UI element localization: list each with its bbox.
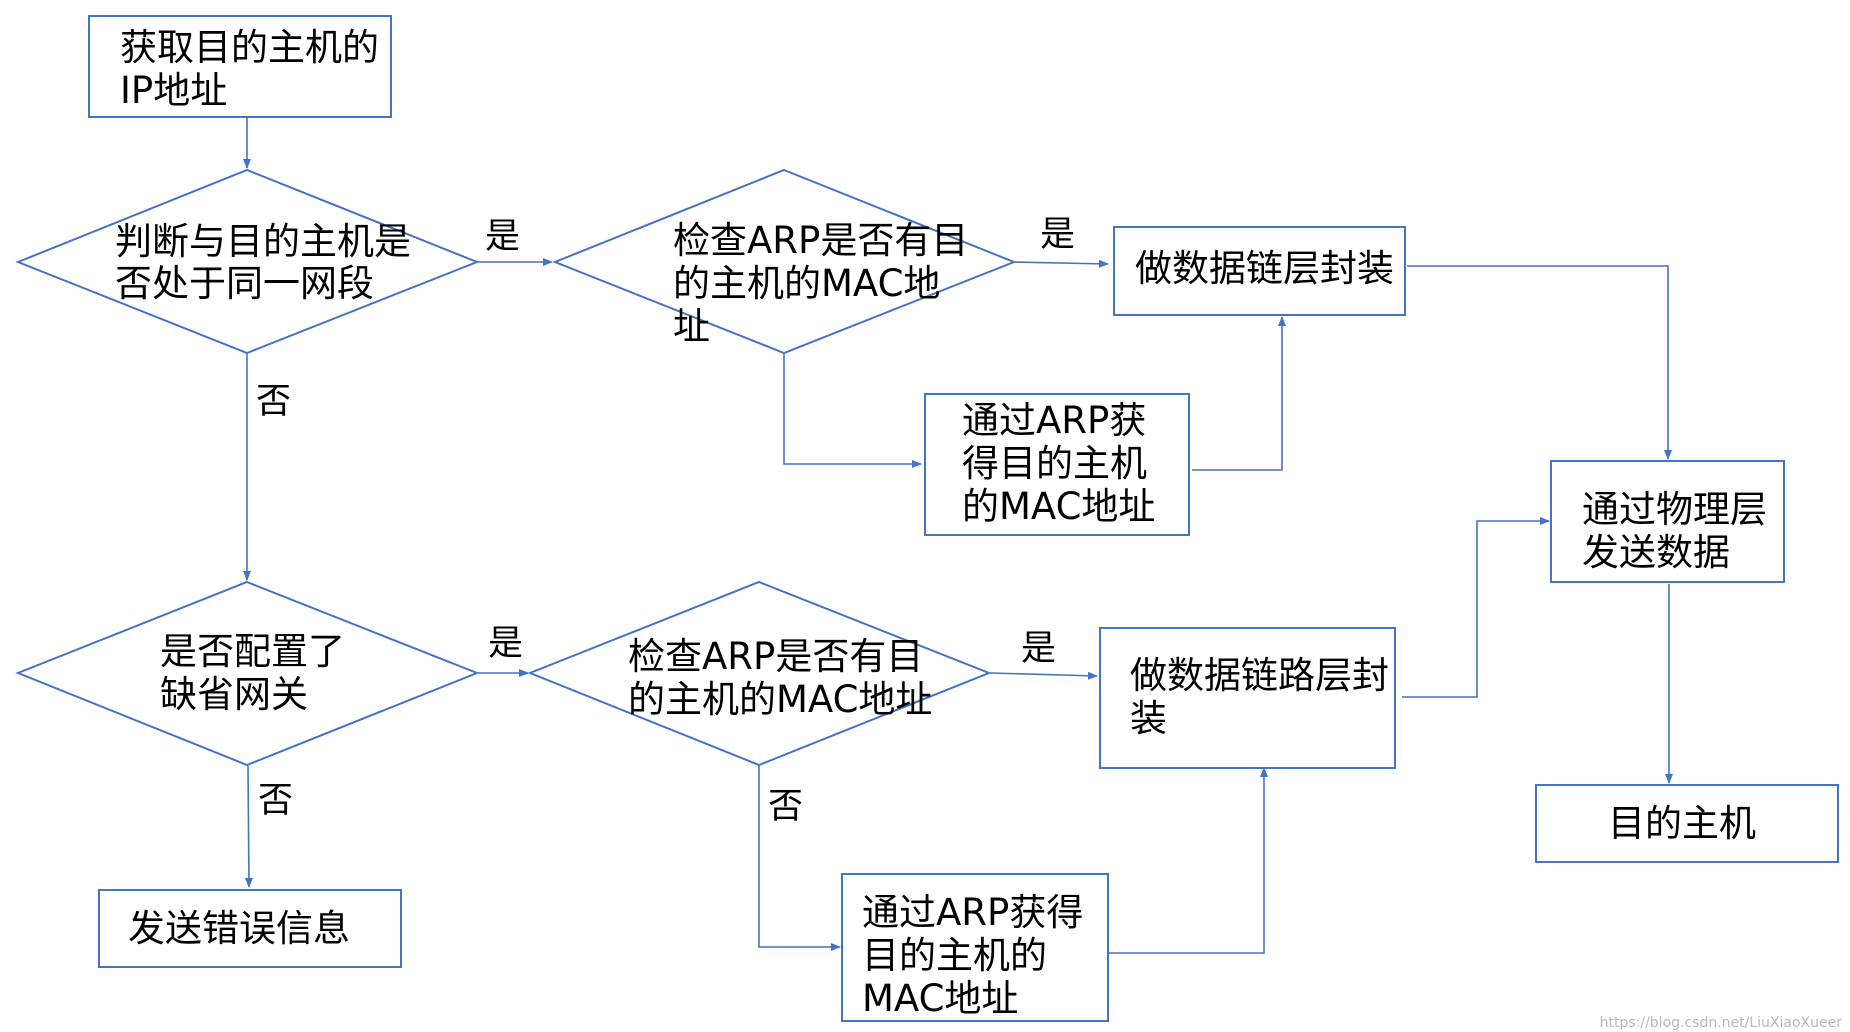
node-send-error: 发送错误信息: [98, 889, 402, 968]
connector-gateway-no: [244, 765, 253, 888]
node-check-arp-2-line-1: 检查ARP是否有目: [628, 635, 923, 678]
node-arp-get-2-line-1: 通过ARP获得: [862, 891, 1083, 934]
edge-label-yes-4: 是: [1021, 629, 1056, 669]
edge-label-no-1: 否: [256, 382, 291, 422]
node-same-segment-decision: 判断与目的主机是 否处于同一网段: [15, 168, 480, 355]
connectors: [243, 118, 1673, 954]
node-arp-get-2-line-3: MAC地址: [862, 977, 1018, 1020]
connector-arpget1-to-encap1: [1192, 316, 1286, 471]
node-arp-get-2: 通过ARP获得 目的主机的 MAC地址: [841, 873, 1109, 1022]
edge-label-yes-2: 是: [1040, 215, 1075, 255]
edge-label-yes-1: 是: [485, 217, 520, 257]
watermark-text: https://blog.csdn.net/LiuXiaoXueer: [1600, 1015, 1843, 1031]
node-encap-2: 做数据链路层封 装: [1099, 627, 1396, 769]
node-get-ip-line-2: IP地址: [120, 69, 227, 112]
node-dest-host-line-1: 目的主机: [1608, 802, 1756, 845]
node-check-arp-1-decision: 检查ARP是否有目 的主机的MAC地 址: [552, 168, 1017, 355]
node-default-gateway-decision: 是否配置了 缺省网关: [15, 580, 480, 767]
node-send-physical: 通过物理层 发送数据: [1550, 460, 1785, 583]
node-dest-host: 目的主机: [1535, 784, 1839, 863]
connector-encap2-to-physical: [1402, 517, 1550, 698]
node-check-arp-1-line-2: 的主机的MAC地: [673, 262, 940, 305]
connector-arpget2-to-encap2: [1108, 767, 1268, 954]
node-same-segment-line-1: 判断与目的主机是: [115, 220, 411, 263]
edge-label-no-2: 否: [258, 781, 293, 821]
node-encap-1: 做数据链层封装: [1113, 226, 1406, 316]
node-encap-2-line-2: 装: [1130, 697, 1167, 740]
node-get-ip-line-1: 获取目的主机的: [120, 26, 379, 69]
connector-arp2-no: [758, 766, 841, 951]
node-default-gateway-line-1: 是否配置了: [160, 630, 345, 673]
node-default-gateway-line-2: 缺省网关: [160, 673, 308, 716]
node-check-arp-2-line-2: 的主机的MAC地址: [628, 678, 932, 721]
connector-encap1-to-physical: [1407, 265, 1672, 460]
node-arp-get-1: 通过ARP获 得目的主机 的MAC地址: [924, 393, 1190, 536]
connector-arp2-yes: [989, 671, 1098, 680]
connector-arp1-yes: [1014, 259, 1109, 268]
node-check-arp-1-line-1: 检查ARP是否有目: [673, 219, 968, 262]
edge-label-yes-3: 是: [488, 624, 523, 664]
node-check-arp-2-decision: 检查ARP是否有目 的主机的MAC地址: [527, 580, 992, 767]
node-arp-get-1-line-2: 得目的主机: [962, 442, 1147, 485]
node-get-ip: 获取目的主机的 IP地址: [88, 15, 392, 118]
node-same-segment-line-2: 否处于同一网段: [115, 262, 374, 305]
node-encap-1-line-1: 做数据链层封装: [1135, 247, 1394, 290]
edge-label-no-3: 否: [768, 787, 803, 827]
node-arp-get-2-line-2: 目的主机的: [862, 934, 1047, 977]
node-arp-get-1-line-3: 的MAC地址: [962, 485, 1155, 528]
node-send-physical-line-2: 发送数据: [1582, 531, 1730, 574]
node-encap-2-line-1: 做数据链路层封: [1130, 654, 1389, 697]
node-send-error-line-1: 发送错误信息: [128, 907, 350, 950]
node-check-arp-1-line-3: 址: [673, 305, 710, 348]
connector-arp1-no: [783, 352, 922, 468]
node-arp-get-1-line-1: 通过ARP获: [962, 399, 1146, 442]
node-send-physical-line-1: 通过物理层: [1582, 488, 1767, 531]
